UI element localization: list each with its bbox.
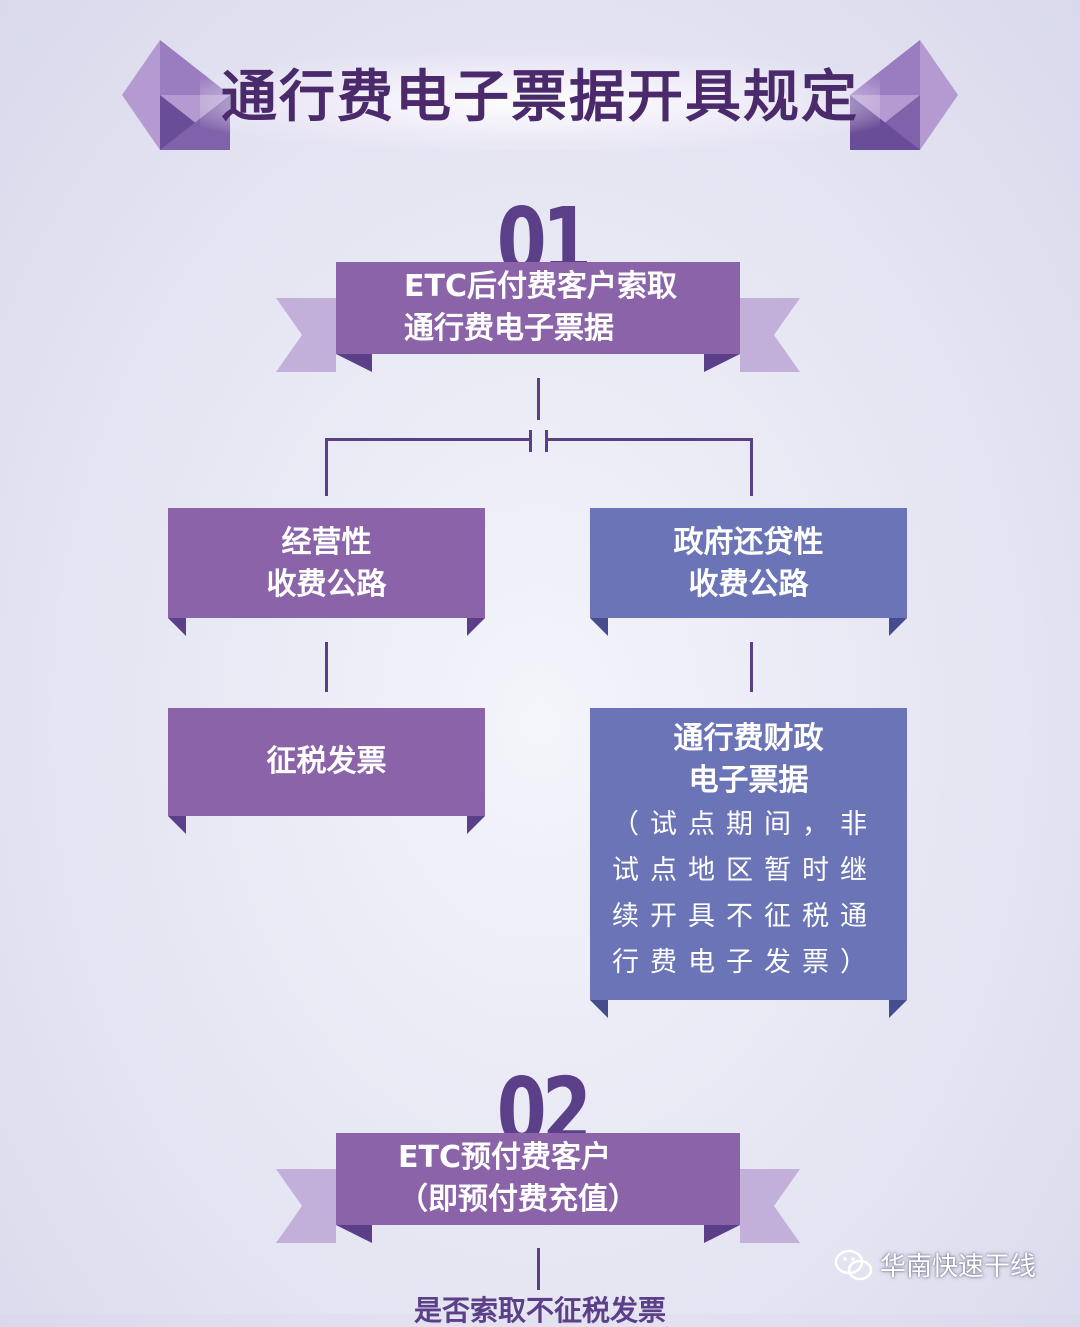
- operating-box-line2: 收费公路: [266, 567, 387, 602]
- operating-toll-road-box: 经营性 收费公路: [168, 508, 485, 618]
- section2-heading-line1: ETC预付费客户: [398, 1140, 611, 1175]
- connector-mid-r: [545, 430, 548, 452]
- fiscal-note-line4: 行费电子发票）: [612, 947, 878, 978]
- fiscal-note-line1: （试点期间，非: [612, 809, 878, 840]
- operating-box-line1: 经营性: [281, 525, 372, 560]
- section2-heading-line2: （即预付费充值）: [398, 1182, 638, 1217]
- fiscal-note-line2: 试点地区暂时继: [612, 855, 878, 886]
- tax-invoice-box: 征税发票: [168, 708, 485, 816]
- fiscal-receipt-line2: 电子票据: [688, 763, 809, 798]
- title-glow: [200, 55, 880, 150]
- connector-right-result: [750, 642, 753, 692]
- fiscal-box-folds: [590, 1000, 907, 1018]
- government-toll-road-box: 政府还贷性 收费公路: [590, 508, 907, 618]
- connector-left-h: [326, 438, 530, 441]
- connector-mid-l: [529, 430, 532, 452]
- connector-right-down: [750, 438, 753, 496]
- section2-heading: ETC预付费客户 （即预付费充值）: [398, 1137, 738, 1221]
- next-question-text: 是否索取不征税发票: [413, 1294, 666, 1327]
- fiscal-note-line3: 续开具不征税通: [612, 901, 878, 932]
- page-title: 通行费电子票据开具规定: [221, 65, 859, 130]
- ribbon-2: [276, 1133, 800, 1243]
- wechat-icon: [834, 1249, 873, 1281]
- connector-section2: [537, 1248, 540, 1290]
- operating-box-folds: [168, 618, 485, 636]
- connector-main: [537, 378, 540, 420]
- section1-heading: ETC后付费客户索取 通行费电子票据: [404, 266, 744, 350]
- government-box-line2: 收费公路: [688, 567, 809, 602]
- tax-invoice-folds: [168, 816, 485, 834]
- ribbon-1: [276, 262, 800, 372]
- fiscal-e-receipt-box: 通行费财政 电子票据 （试点期间，非 试点地区暂时继 续开具不征税通 行费电子发…: [590, 708, 907, 1000]
- fiscal-receipt-line1: 通行费财政: [673, 721, 824, 756]
- section1-heading-line1: ETC后付费客户索取: [404, 269, 677, 304]
- government-box-line1: 政府还贷性: [673, 525, 824, 560]
- connector-left-down: [325, 438, 328, 496]
- watermark-text: 华南快速干线: [880, 1251, 1037, 1281]
- connector-right-h: [546, 438, 753, 441]
- tax-invoice-label: 征税发票: [266, 744, 387, 779]
- connector-left-result: [325, 642, 328, 692]
- section1-heading-line2: 通行费电子票据: [404, 311, 614, 346]
- government-box-folds: [590, 618, 907, 636]
